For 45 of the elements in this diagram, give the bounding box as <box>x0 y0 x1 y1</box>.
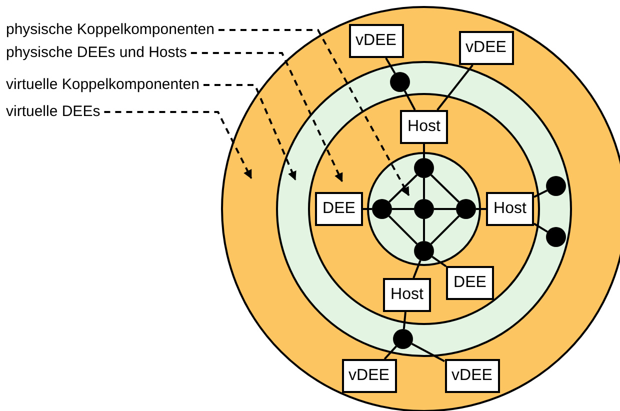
connector-dot <box>456 199 476 219</box>
connection-line <box>533 222 548 233</box>
connector-dot <box>390 72 410 92</box>
annotation-label: physische DEEs und Hosts <box>6 44 187 62</box>
connection-line <box>423 219 425 241</box>
connection-line <box>412 260 422 278</box>
connection-line <box>430 215 460 245</box>
connection-line <box>402 312 406 330</box>
annotation-label: virtuelle Koppelkomponenten <box>6 76 200 94</box>
component-box: DEE <box>315 192 363 226</box>
connection-line <box>430 174 460 203</box>
leader-line <box>218 29 410 196</box>
connection-line <box>388 215 418 245</box>
connection-line <box>363 208 372 210</box>
connector-dot <box>414 199 434 219</box>
leader-line <box>203 84 296 180</box>
connection-line <box>423 178 425 199</box>
connection-line <box>432 256 447 268</box>
connector-dot <box>414 158 434 178</box>
leader-line <box>104 111 252 180</box>
connector-dot <box>414 241 434 261</box>
component-box: vDEE <box>348 24 404 58</box>
leader-line <box>190 52 343 182</box>
connector-dot <box>546 176 566 196</box>
connector-dot <box>372 199 392 219</box>
connection-line <box>476 208 486 210</box>
component-box: vDEE <box>458 31 514 65</box>
component-box: DEE <box>446 266 494 300</box>
component-box: vDEE <box>342 359 396 393</box>
connector-dot <box>546 227 566 247</box>
annotation-label: virtuelle DEEs <box>6 103 100 121</box>
connection-line <box>384 346 397 360</box>
component-box: vDEE <box>444 359 500 393</box>
component-box: Host <box>400 110 448 144</box>
connector-dot <box>393 329 413 349</box>
connection-line <box>385 58 396 74</box>
connection-line <box>404 90 416 110</box>
connection-line <box>388 174 418 203</box>
connection-line <box>392 208 414 210</box>
component-box: Host <box>383 278 431 312</box>
connection-line <box>423 144 425 158</box>
component-box: Host <box>486 192 534 226</box>
annotation-label: physische Koppelkomponenten <box>6 21 214 39</box>
connection-line <box>434 208 456 210</box>
connection-line <box>534 190 548 198</box>
